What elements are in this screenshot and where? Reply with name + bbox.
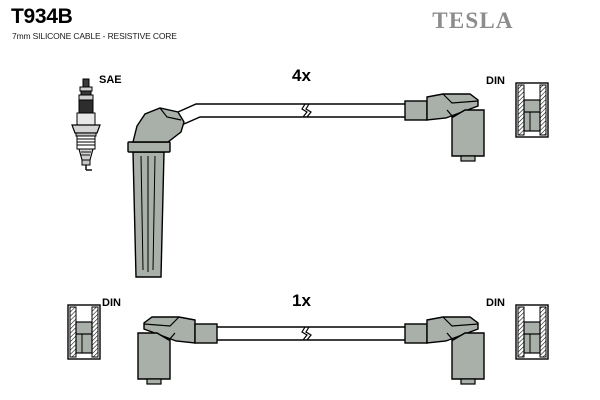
din-terminal-label-bottom-left: DIN (102, 297, 121, 309)
cable-break-marker-4x (300, 103, 312, 118)
din-terminal-symbol-bottom-right (515, 304, 549, 360)
din-terminal-label-top-right: DIN (486, 75, 505, 87)
quantity-label-bottom: 1x (292, 291, 311, 310)
din-terminal-symbol-bottom-left (67, 304, 101, 360)
din-terminal-label-bottom-right: DIN (486, 297, 505, 309)
spark-plug-icon (71, 78, 101, 171)
din-connector-top-right (404, 93, 485, 162)
boot-head-crease (159, 107, 182, 121)
din-connector-bottom-left (137, 316, 218, 385)
cable-break-marker-1x (300, 326, 312, 341)
brand-logo: TESLA (432, 8, 514, 33)
part-description: 7mm SILICONE CABLE - RESISTIVE CORE (12, 31, 177, 41)
assembly-1x (67, 304, 549, 385)
cable-bottom-edge (183, 116, 405, 125)
cable-top-edge (177, 103, 405, 113)
spark-plug-boot-sleeve (132, 151, 165, 278)
page-title: T934B (11, 5, 73, 28)
spark-plug-boot-head (132, 107, 185, 143)
din-terminal-symbol-top-right (515, 82, 549, 138)
sae-terminal-label: SAE (99, 74, 122, 86)
din-connector-bottom-right (404, 316, 485, 385)
assembly-4x (127, 82, 549, 278)
boot-collar (127, 141, 171, 153)
quantity-label-top: 4x (292, 66, 311, 85)
